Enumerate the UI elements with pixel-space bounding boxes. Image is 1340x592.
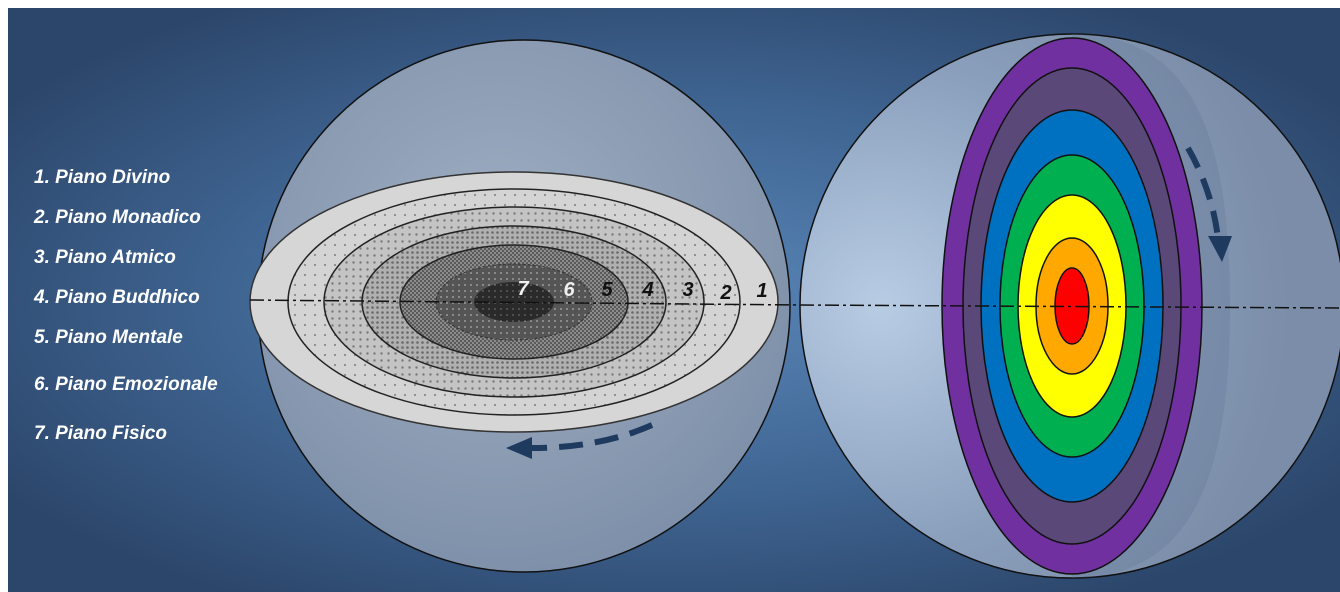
- ring-number-4: 4: [641, 279, 653, 301]
- right-rotation-arrow: [1185, 146, 1232, 262]
- left-rotation-arrow: [506, 422, 654, 459]
- ring-number-2: 2: [719, 282, 731, 304]
- ring-numbers: 1 2 3 4 5 6 7: [517, 278, 767, 304]
- right-arrow-head: [1208, 236, 1232, 262]
- legend-item-2: 2. Piano Monadico: [33, 207, 201, 228]
- legend-item-3: 3. Piano Atmico: [34, 247, 176, 268]
- legend-item-6: 6. Piano Emozionale: [34, 374, 218, 395]
- right-axis-line: [799, 304, 1340, 309]
- left-arrow-head: [506, 437, 532, 459]
- right-arrow-shaft: [1185, 146, 1221, 239]
- ring-number-7: 7: [517, 278, 529, 300]
- left-axis-line: [249, 299, 801, 306]
- right-sphere: [799, 33, 1340, 579]
- legend-item-4: 4. Piano Buddhico: [33, 287, 200, 308]
- left-sphere: 1 2 3 4 5 6 7: [249, 39, 801, 573]
- left-arrow-shaft: [531, 422, 654, 451]
- color-rings: [941, 37, 1203, 575]
- ring-number-1: 1: [756, 280, 767, 302]
- legend-item-7: 7. Piano Fisico: [34, 423, 167, 444]
- ring-number-3: 3: [682, 279, 693, 301]
- ring-7: [474, 282, 554, 322]
- ring-number-6: 6: [563, 279, 575, 301]
- legend-item-1: 1. Piano Divino: [34, 167, 170, 188]
- ring-number-5: 5: [601, 279, 613, 301]
- legend-item-5: 5. Piano Mentale: [34, 327, 183, 348]
- plane-legend: 1. Piano Divino 2. Piano Monadico 3. Pia…: [33, 167, 218, 444]
